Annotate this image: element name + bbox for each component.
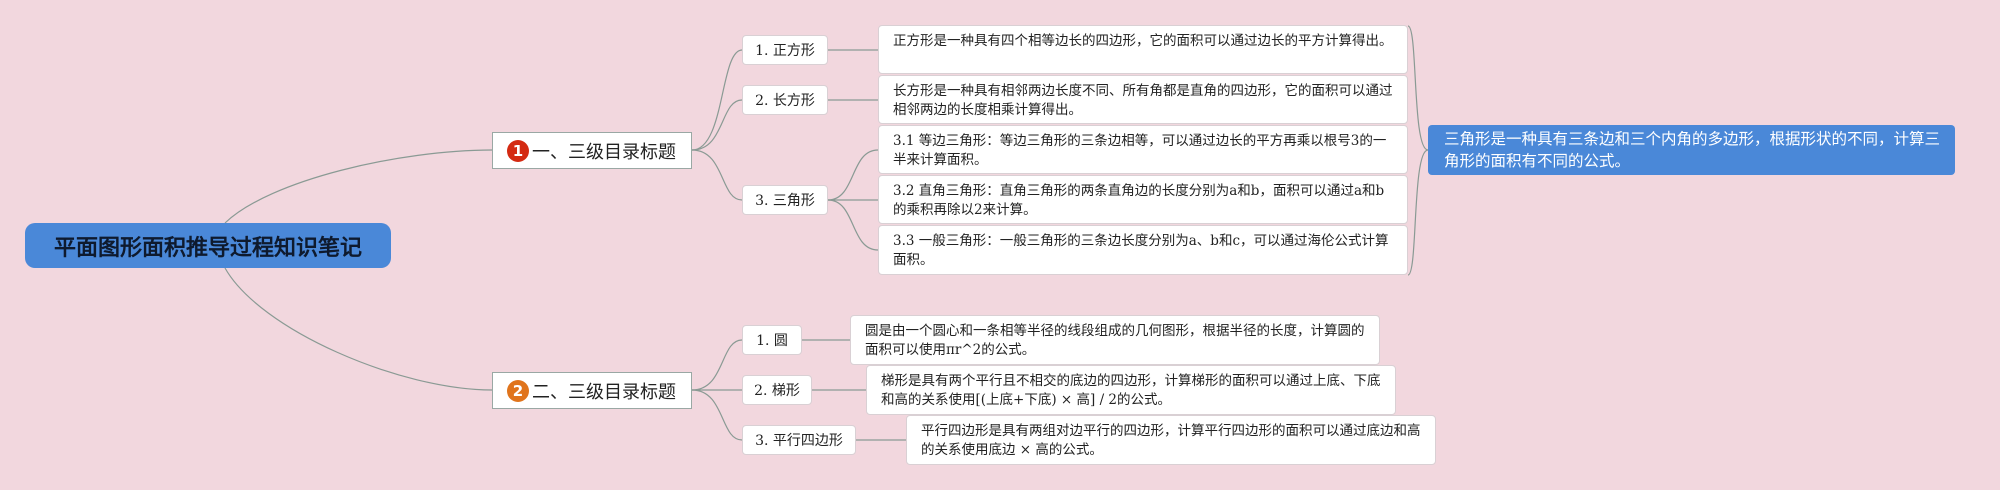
topic-square-label: 1. 正方形 [755,43,815,59]
note-trapezoid-text: 梯形是具有两个平行且不相交的底边的四边形，计算梯形的面积可以通过上底、下底和高的… [881,373,1381,408]
note-right-triangle[interactable]: 3.2 直角三角形：直角三角形的两条直角边的长度分别为a和b，面积可以通过a和b… [878,175,1408,224]
note-square-text: 正方形是一种具有四个相等边长的四边形，它的面积可以通过边长的平方计算得出。 [893,33,1393,49]
note-circle-text: 圆是由一个圆心和一条相等半径的线段组成的几何图形，根据半径的长度，计算圆的面积可… [865,323,1365,358]
number-badge-1: 1 [507,139,529,162]
topic-triangle[interactable]: 3. 三角形 [742,185,828,215]
note-circle[interactable]: 圆是由一个圆心和一条相等半径的线段组成的几何图形，根据半径的长度，计算圆的面积可… [850,315,1380,365]
connector-root-branch1 [224,149,493,224]
branch-1[interactable]: 1 一、三级目录标题 [492,132,692,169]
topic-square[interactable]: 1. 正方形 [742,35,828,65]
number-badge-2: 2 [507,379,529,402]
note-equilateral-text: 3.1 等边三角形：等边三角形的三条边相等，可以通过边长的平方再乘以根号3的一半… [893,133,1387,168]
topic-rectangle-label: 2. 长方形 [755,93,815,109]
note-equilateral-triangle[interactable]: 3.1 等边三角形：等边三角形的三条边相等，可以通过边长的平方再乘以根号3的一半… [878,125,1408,174]
note-trapezoid[interactable]: 梯形是具有两个平行且不相交的底边的四边形，计算梯形的面积可以通过上底、下底和高的… [866,365,1396,415]
connector-b1-square [691,49,743,151]
connector-root-branch2 [224,267,493,391]
note-general-triangle-text: 3.3 一般三角形：一般三角形的三条边长度分别为a、b和c，可以通过海伦公式计算… [893,233,1389,268]
note-square[interactable]: 正方形是一种具有四个相等边长的四边形，它的面积可以通过边长的平方计算得出。 [878,25,1408,74]
note-rectangle[interactable]: 长方形是一种具有相邻两边长度不同、所有角都是直角的四边形，它的面积可以通过相邻两… [878,75,1408,124]
note-parallelogram-text: 平行四边形是具有两组对边平行的四边形，计算平行四边形的面积可以通过底边和高的关系… [921,423,1421,458]
connector-b1-rect [691,99,743,151]
topic-circle[interactable]: 1. 圆 [742,325,802,355]
topic-parallelogram[interactable]: 3. 平行四边形 [742,425,856,455]
connector-tri-sub1 [827,149,879,201]
connector-b1-tri [691,149,743,201]
topic-rectangle[interactable]: 2. 长方形 [742,85,828,115]
branch-2[interactable]: 2 二、三级目录标题 [492,372,692,409]
connector-b2-circle [691,339,743,391]
note-rectangle-text: 长方形是一种具有相邻两边长度不同、所有角都是直角的四边形，它的面积可以通过相邻两… [893,83,1393,118]
topic-trapezoid-label: 2. 梯形 [754,383,800,399]
branch-1-title: 一、三级目录标题 [532,141,676,163]
topic-parallelogram-label: 3. 平行四边形 [755,433,843,449]
branch-2-title: 二、三级目录标题 [532,381,676,403]
root-topic[interactable]: 平面图形面积推导过程知识笔记 [25,223,391,268]
summary-triangle[interactable]: 三角形是一种具有三条边和三个内角的多边形，根据形状的不同，计算三角形的面积有不同… [1428,125,1955,175]
connector-b2-para [691,389,743,441]
summary-bracket [1407,25,1429,276]
summary-text: 三角形是一种具有三条边和三个内角的多边形，根据形状的不同，计算三角形的面积有不同… [1444,130,1941,170]
root-title: 平面图形面积推导过程知识笔记 [53,235,362,261]
topic-triangle-label: 3. 三角形 [755,193,815,209]
topic-circle-label: 1. 圆 [756,333,788,349]
note-parallelogram[interactable]: 平行四边形是具有两组对边平行的四边形，计算平行四边形的面积可以通过底边和高的关系… [906,415,1436,465]
topic-trapezoid[interactable]: 2. 梯形 [742,375,812,405]
note-general-triangle[interactable]: 3.3 一般三角形：一般三角形的三条边长度分别为a、b和c，可以通过海伦公式计算… [878,225,1408,275]
connector-tri-sub3 [827,199,879,251]
note-right-triangle-text: 3.2 直角三角形：直角三角形的两条直角边的长度分别为a和b，面积可以通过a和b… [893,183,1385,218]
